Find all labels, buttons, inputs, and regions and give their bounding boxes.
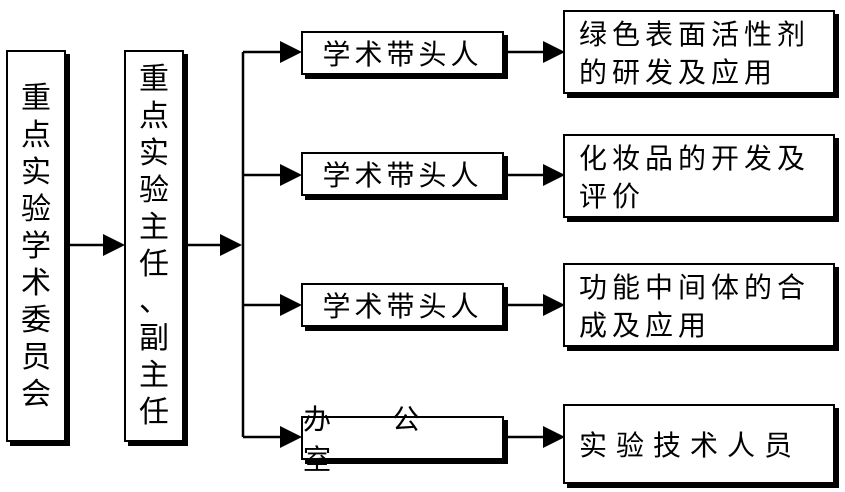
- directors-char: 副: [139, 321, 169, 356]
- committee-char: 委: [21, 302, 51, 338]
- committee-char: 重: [21, 80, 51, 116]
- research-area-box-1: 绿色表面活性剂 的研发及应用: [563, 10, 835, 94]
- research-area-box-2: 化妆品的开发及 评价: [563, 134, 835, 218]
- directors-char: 主: [139, 358, 169, 393]
- directors-char: 重: [139, 62, 169, 97]
- arrow-area-2: [543, 164, 565, 186]
- leader-label: 学术带头人: [322, 290, 483, 323]
- staff-label: 实验技术人员: [579, 429, 802, 462]
- directors-char: 实: [139, 136, 169, 171]
- committee-char: 实: [21, 154, 51, 190]
- research-area-box-3: 功能中间体的合 成及应用: [563, 263, 835, 347]
- committee-char: 验: [21, 191, 51, 227]
- arrow-area-1: [543, 41, 565, 63]
- committee-box: 重 点 实 验 学 术 委 员 会: [6, 50, 66, 442]
- arrow-branch-2: [280, 164, 302, 186]
- leader-box-2: 学术带头人: [301, 152, 504, 196]
- arrow-branch-1: [280, 41, 302, 63]
- office-label: 办 公 室: [303, 403, 446, 476]
- office-box: 办 公 室: [301, 403, 504, 476]
- research-area-line: 成及应用: [579, 309, 712, 342]
- research-area-line: 绿色表面活性剂: [579, 18, 811, 51]
- staff-box: 实验技术人员: [563, 404, 835, 484]
- research-area-line: 的研发及应用: [579, 56, 778, 89]
- research-area-line: 功能中间体的合: [579, 271, 811, 304]
- arrow-branch-3: [280, 294, 302, 316]
- research-area-line: 化妆品的开发及: [579, 142, 811, 175]
- leader-label: 学术带头人: [322, 159, 483, 192]
- leader-label: 学术带头人: [322, 38, 483, 71]
- directors-char: 任: [139, 395, 169, 430]
- arrow-area-3: [543, 294, 565, 316]
- directors-box: 重 点 实 验 主 任 、 副 主 任: [124, 50, 184, 442]
- committee-char: 术: [21, 265, 51, 301]
- committee-char: 会: [21, 376, 51, 412]
- leader-box-1: 学术带头人: [301, 31, 504, 75]
- leader-box-3: 学术带头人: [301, 283, 504, 327]
- directors-char: 任: [139, 247, 169, 282]
- committee-char: 员: [21, 339, 51, 375]
- arrow-committee-directors: [103, 234, 125, 256]
- arrow-directors-branches: [220, 234, 242, 256]
- arrow-staff: [543, 426, 565, 448]
- directors-char: 主: [139, 210, 169, 245]
- committee-char: 点: [21, 117, 51, 153]
- research-area-line: 评价: [579, 180, 646, 213]
- directors-char: 点: [139, 99, 169, 134]
- arrow-office: [280, 426, 302, 448]
- directors-char: 验: [139, 173, 169, 208]
- directors-char: 、: [139, 284, 169, 319]
- committee-char: 学: [21, 228, 51, 264]
